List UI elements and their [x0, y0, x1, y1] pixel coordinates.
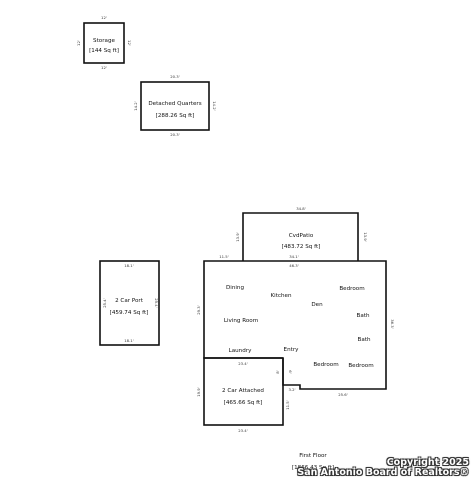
copyright-watermark: Copyright 2025 San Antonio Board of Real… — [297, 458, 469, 478]
living-room-label: Living Room — [224, 318, 258, 324]
bedroom-label-2: Bedroom — [313, 362, 338, 368]
house-dim-right: 36.3' — [390, 319, 395, 329]
carport-area: [459.74 Sq ft] — [110, 310, 149, 316]
storage-room: Storage [144 Sq ft] 12' 12' 12' 12' — [76, 15, 132, 70]
storage-dim-bottom: 12' — [101, 65, 107, 70]
kitchen-label: Kitchen — [270, 293, 291, 299]
garage-room: 2 Car Attached [465.66 Sq ft] 23.4' 23.4… — [196, 357, 284, 433]
cvdpatio-label: CvdPatio — [289, 233, 314, 239]
carport-dim-right: 25.4' — [154, 298, 159, 308]
den-label: Den — [311, 302, 323, 308]
garage-dim-bottom: 23.4' — [238, 428, 248, 433]
cvdpatio-dim-top: 34.8' — [296, 206, 306, 211]
copyright-line-1: Copyright 2025 — [386, 457, 469, 468]
laundry-label: Laundry — [229, 348, 252, 354]
house-dim-top: 46.3' — [289, 263, 299, 268]
house-dim-notch: 3.2' — [288, 387, 295, 392]
floor-name: First Floor — [299, 453, 327, 459]
storage-dim-top: 12' — [101, 15, 107, 20]
house-dim-step-b: 6' — [288, 370, 293, 373]
copyright-line-2: San Antonio Board of Realtors® — [297, 467, 469, 478]
garage-label: 2 Car Attached — [222, 388, 264, 394]
carport-dim-top: 18.1' — [124, 263, 134, 268]
house-dim-step-a: 8' — [275, 370, 280, 373]
carport-label: 2 Car Port — [115, 298, 144, 304]
garage-dim-top: 23.4' — [238, 361, 248, 366]
house-dim-step-c: 11.5' — [285, 400, 290, 410]
detached-quarters-label: Detached Quarters — [148, 101, 201, 107]
house-dim-top-left: 11.5' — [219, 254, 229, 259]
carport-room: 2 Car Port [459.74 Sq ft] 18.1' 25.4' 25… — [99, 260, 160, 346]
garage-dim-left: 19.9' — [196, 387, 201, 397]
floor-total-area: [1866.43 Sq ft] — [292, 465, 334, 471]
storage-dim-right: 12' — [127, 40, 132, 46]
covered-patio-room: CvdPatio [483.72 Sq ft] 34.8' 13.9' 13.9… — [235, 206, 368, 261]
storage-dim-left: 12' — [76, 40, 81, 46]
cvdpatio-area: [483.72 Sq ft] — [282, 244, 321, 250]
bedroom-label-3: Bedroom — [348, 363, 373, 369]
bath-label-2: Bath — [357, 337, 370, 343]
entry-label: Entry — [284, 347, 300, 353]
cvdpatio-dim-bottom: 34.1' — [289, 254, 299, 259]
storage-label: Storage — [93, 38, 115, 44]
detached-dim-top: 20.3' — [170, 74, 180, 79]
detached-dim-left: 14.2' — [133, 101, 138, 111]
detached-quarters-area: [288.26 Sq ft] — [156, 113, 195, 119]
carport-dim-left: 25.4' — [102, 298, 107, 308]
house-dim-left: 29.3' — [196, 305, 201, 315]
detached-dim-bottom: 20.3' — [170, 132, 180, 137]
detached-dim-right: 14.2' — [212, 101, 217, 111]
detached-quarters-room: Detached Quarters [288.26 Sq ft] 20.3' 2… — [133, 74, 217, 137]
cvdpatio-dim-right: 13.9' — [363, 232, 368, 242]
house-dim-bottom: 25.6' — [338, 392, 348, 397]
dining-label: Dining — [226, 285, 245, 291]
storage-area: [144 Sq ft] — [89, 48, 119, 54]
carport-dim-bottom: 18.1' — [124, 338, 134, 343]
main-house: 11.5' 46.3' 29.3' 36.3' 25.6' 3.2' 8' 6'… — [196, 254, 395, 410]
bath-label-1: Bath — [356, 313, 369, 319]
bedroom-label-1: Bedroom — [339, 286, 364, 292]
cvdpatio-dim-left: 13.9' — [235, 232, 240, 242]
garage-area: [465.66 Sq ft] — [224, 400, 263, 406]
